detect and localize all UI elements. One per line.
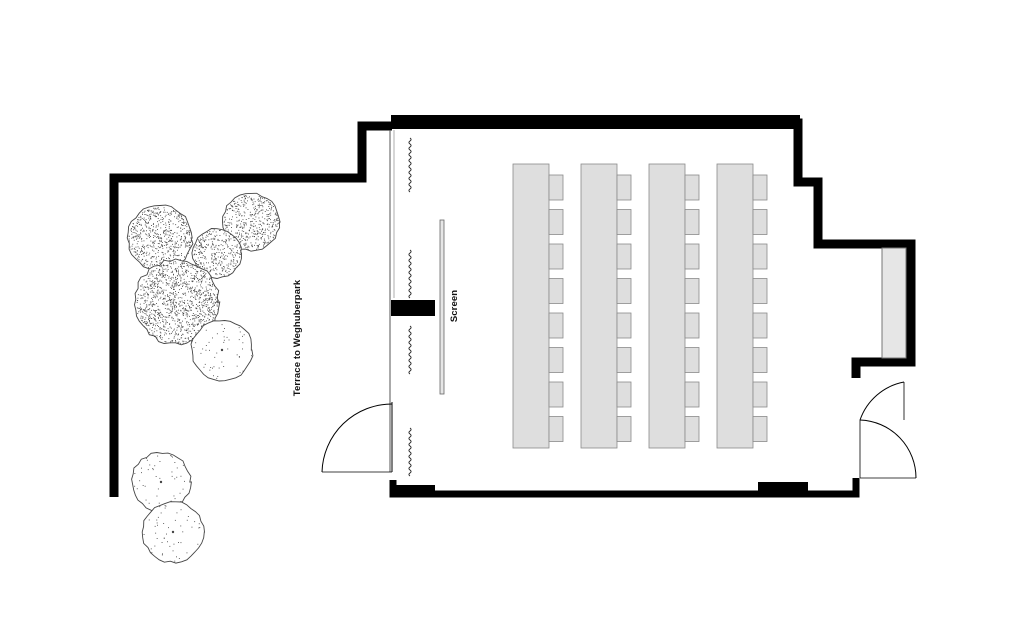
- curtain-wave-icon: [408, 427, 412, 477]
- terrace-label: Terrace to Weghuberpark: [292, 279, 303, 396]
- chair: [616, 416, 632, 442]
- chair: [752, 243, 768, 270]
- chair: [616, 278, 632, 304]
- tree-canopy-icon: [141, 501, 206, 564]
- chair: [548, 174, 564, 201]
- terrace-door: [321, 402, 393, 473]
- trees: [126, 192, 281, 564]
- column: [391, 300, 435, 316]
- projection-screen: [439, 219, 445, 395]
- tree-canopy-icon: [190, 320, 254, 382]
- chair: [752, 174, 768, 201]
- chair: [548, 416, 564, 442]
- chair: [752, 209, 768, 235]
- seating-layout: [512, 163, 768, 449]
- chair: [616, 381, 632, 408]
- chair: [684, 243, 700, 270]
- table: [716, 163, 754, 449]
- chair: [684, 209, 700, 235]
- chair: [752, 416, 768, 442]
- chair: [684, 381, 700, 408]
- chair: [548, 243, 564, 270]
- chair: [684, 278, 700, 304]
- table: [580, 163, 618, 449]
- tree-canopy-icon: [222, 192, 281, 252]
- chair: [616, 243, 632, 270]
- wall-column-bottom-left: [393, 485, 435, 494]
- chair: [752, 278, 768, 304]
- chair: [684, 347, 700, 373]
- room-wall-top-thick: [391, 115, 800, 129]
- table: [512, 163, 550, 449]
- chair: [752, 347, 768, 373]
- chair: [616, 209, 632, 235]
- table: [648, 163, 686, 449]
- chair: [548, 278, 564, 304]
- terrace-wall: [109, 121, 392, 497]
- chair: [752, 381, 768, 408]
- chair: [616, 312, 632, 339]
- curtains: [408, 137, 412, 477]
- chair: [684, 174, 700, 201]
- chair: [548, 347, 564, 373]
- entrance-double-door: [859, 381, 917, 479]
- chair: [684, 312, 700, 339]
- chair: [684, 416, 700, 442]
- curtain-wave-icon: [408, 325, 412, 375]
- chair: [616, 347, 632, 373]
- chair: [548, 209, 564, 235]
- room-wall-top: [391, 118, 916, 378]
- tree-canopy-icon: [126, 204, 194, 271]
- chair: [616, 174, 632, 201]
- window-niche: [881, 247, 907, 359]
- curtain-wave-icon: [408, 249, 412, 299]
- chair: [548, 312, 564, 339]
- screen-label: Screen: [449, 290, 460, 322]
- tree-canopy-icon: [134, 258, 221, 346]
- chair: [752, 312, 768, 339]
- curtain-wave-icon: [408, 137, 412, 193]
- chair: [548, 381, 564, 408]
- wall-column-bottom-right: [758, 482, 808, 493]
